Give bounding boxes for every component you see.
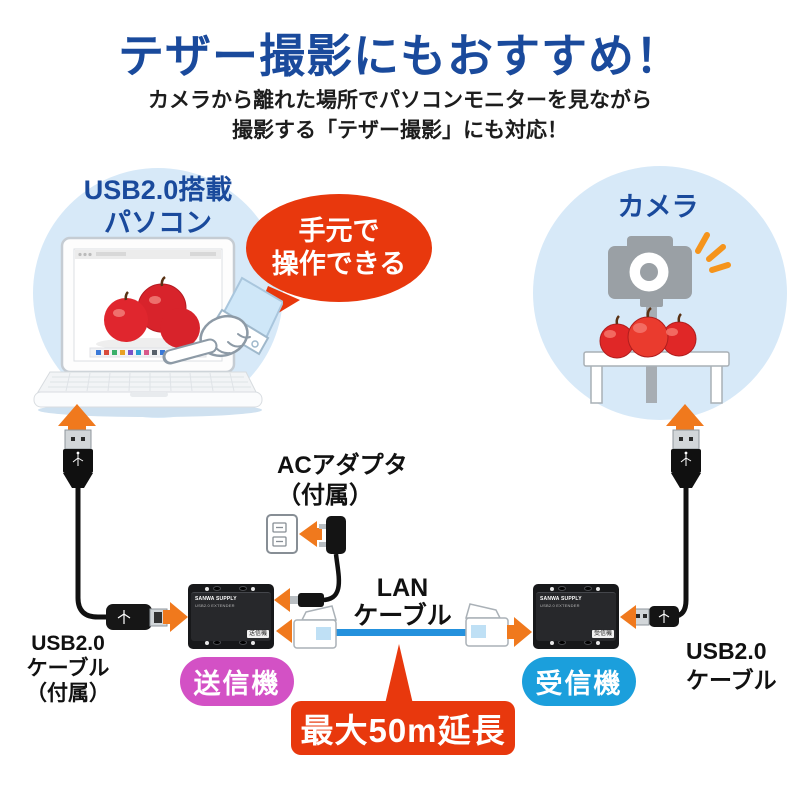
app-titlebar: [75, 250, 221, 259]
device-logo: SANWA SUPPLY: [540, 596, 582, 602]
apples-subject: [599, 307, 697, 359]
receiver-device-tag: 受信機: [591, 630, 614, 638]
device-model: USB2.0 EXTENDER: [195, 603, 235, 608]
bubble-line-2: 操作できる: [271, 249, 407, 279]
dc-plug-icon: [290, 593, 324, 607]
bubble-line-1: 手元で: [298, 216, 380, 246]
camera-icon: [608, 236, 692, 299]
receiver-badge-text: 受信機: [535, 669, 623, 699]
pc-label: USB2.0搭載 パソコン: [58, 174, 258, 240]
ac-adapter-label: ACアダプタ （付属）: [277, 451, 408, 511]
subtitle-line-1: カメラから離れた場所でパソコンモニターを見ながら: [148, 89, 652, 112]
ac-adapter-line-1: ACアダプタ: [277, 452, 408, 479]
left-usb-cable-line-3: （付属）: [26, 682, 110, 705]
arrow-lan-into-transmitter-icon: [276, 619, 292, 643]
up-arrow-left-icon: [58, 404, 96, 432]
up-arrow-right-icon: [666, 404, 704, 432]
lan-cable-line-1: LAN: [376, 574, 429, 602]
usb-cable-left: [75, 488, 108, 620]
left-usb-cable-label: USB2.0 ケーブル （付属）: [16, 631, 120, 706]
right-usb-cable-line-1: USB2.0: [686, 638, 767, 664]
flash-marks-icon: [695, 232, 731, 273]
extension-badge-pointer: [385, 644, 413, 704]
speech-bubble: 手元で 操作できる: [246, 194, 432, 302]
laptop-keys: [48, 372, 251, 392]
usb-b-connector-icon: [106, 604, 168, 630]
arrow-into-transmitter-icon: [163, 602, 188, 632]
right-usb-cable-line-2: ケーブル: [686, 667, 777, 693]
camera-illustration: [583, 232, 731, 404]
rj45-connector-right-icon: [465, 603, 509, 647]
left-usb-cable-line-1: USB2.0: [31, 632, 105, 655]
usb-cable-right: [673, 488, 689, 619]
arrow-usb-into-receiver-icon: [620, 605, 636, 629]
usb-a-connector-right-top-icon: [671, 429, 701, 488]
ac-adapter-line-2: （付属）: [277, 482, 373, 509]
ac-cable: [321, 553, 342, 603]
pc-label-line-2: パソコン: [104, 208, 212, 238]
rj45-connector-left-icon: [293, 605, 337, 649]
lan-cable-label: LAN ケーブル: [335, 574, 470, 630]
lan-cable: [330, 629, 470, 636]
laptop-notch: [130, 392, 168, 397]
left-usb-cable-line-2: ケーブル: [26, 657, 110, 680]
transmitter-device: SANWA SUPPLY USB2.0 EXTENDER 送信機: [188, 584, 274, 649]
camera-label: カメラ: [617, 192, 699, 222]
arrow-dc-into-transmitter-icon: [274, 588, 290, 612]
device-logo: SANWA SUPPLY: [195, 596, 237, 602]
subtitle-line-2: 撮影する「テザー撮影」にも対応！: [232, 119, 568, 142]
lan-cable-line-2: ケーブル: [353, 602, 452, 630]
transmitter-badge: 送信機: [180, 657, 294, 706]
pc-label-line-1: USB2.0搭載: [83, 175, 233, 205]
outlet-icon: [266, 514, 298, 554]
device-model: USB2.0 EXTENDER: [540, 603, 580, 608]
max-extension-badge: 最大50m延長: [291, 701, 515, 755]
app-toolbar-icons: [96, 350, 173, 355]
ac-adapter-icon: [319, 516, 346, 554]
apples-photo: [96, 276, 200, 350]
transmitter-badge-text: 送信機: [193, 669, 281, 699]
pointing-hand-icon: [162, 276, 283, 365]
receiver-device: SANWA SUPPLY USB2.0 EXTENDER 受信機: [533, 584, 619, 649]
max-extension-badge-text: 最大50m延長: [300, 712, 506, 749]
usb-a-connector-left-icon: [63, 429, 93, 488]
receiver-badge: 受信機: [522, 657, 636, 706]
page-subtitle: カメラから離れた場所でパソコンモニターを見ながら 撮影する「テザー撮影」にも対応…: [0, 86, 800, 146]
transmitter-device-tag: 送信機: [246, 630, 269, 638]
right-usb-cable-label: USB2.0 ケーブル: [686, 637, 777, 695]
page-title: テザー撮影にもおすすめ！: [118, 30, 682, 82]
arrow-to-outlet-icon: [299, 521, 322, 547]
arrow-into-receiver-icon: [507, 617, 532, 647]
usb-a-connector-right-side-icon: [631, 606, 679, 627]
